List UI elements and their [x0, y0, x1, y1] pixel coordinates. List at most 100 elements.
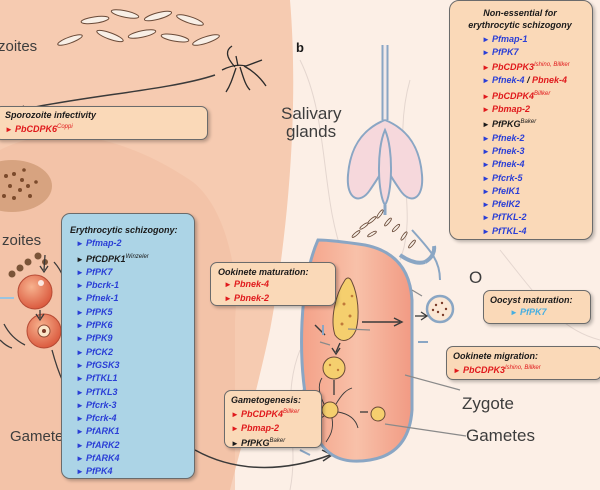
kinase-name: PbCDPK3 [492, 62, 535, 73]
kinase-name: Pfcrk-4 [86, 413, 117, 424]
kinase-item: ►PfPK5 [76, 306, 194, 319]
erythrocyte-ring [17, 274, 53, 310]
merozoites-label: zoites [2, 232, 42, 249]
kinase-item: ►PfPK7 [482, 46, 592, 59]
zygote [322, 356, 346, 380]
kinase-name: Pfnek-1 [86, 293, 119, 304]
kinase-item: ►Pbnek-4 [224, 278, 335, 291]
kinase-name: Pfmap-1 [492, 33, 528, 44]
ookinete-maturation-box: Ookinete maturation: ►Pbnek-4►Pbnek-2 [210, 262, 336, 306]
kinase-item: ►Pfmap-2 [76, 237, 194, 250]
erythrocytic-schizogony-title: Erythrocytic schizogony: [70, 225, 178, 235]
erythrocytic-schizogony-list: ►Pfmap-2►PfCDPK1Winzeler►PfPK7►Pbcrk-1►P… [70, 237, 194, 478]
kinase-reference: Ishino, Billker [505, 365, 541, 372]
kinase-item: ►PfTKL-2 [482, 211, 592, 224]
kinase-name: Pbmap-2 [241, 422, 280, 433]
gametocytes-label: Gamete [10, 428, 64, 445]
gametogenesis-list: ►PbCDPK4Billker►Pbmap-2►PfPKGBaker [231, 406, 321, 447]
non-essential-list: ►Pfmap-1►PfPK7►PbCDPK3Ishino, Billker►Pf… [456, 33, 592, 240]
oocyst-maturation-list: ►PfPK7 [490, 306, 590, 319]
bullet-marker: ► [76, 427, 84, 437]
kinase-name: PfPK7 [520, 307, 547, 318]
kinase-item: ►PfPK4 [76, 465, 194, 478]
kinase-item: ►PfPK9 [76, 332, 194, 345]
ookinete-maturation-list: ►Pbnek-4►Pbnek-2 [218, 278, 335, 305]
bullet-marker: ► [482, 34, 490, 44]
bullet-marker: ► [76, 281, 84, 291]
non-essential-box: Non-essential for erythrocytic schizogon… [449, 0, 593, 240]
kinase-item: ►Pbmap-2 [482, 103, 592, 116]
kinase-item: ►PbCDPK3Ishino, Billker [453, 362, 600, 377]
bullet-marker: ► [482, 76, 490, 86]
kinase-item: ►Pfnek-4 [482, 158, 592, 171]
bullet-marker: ► [453, 366, 461, 376]
kinase-name: PfPK9 [86, 333, 113, 344]
oocyst-maturation-title: Oocyst maturation: [490, 295, 573, 305]
bullet-marker: ► [76, 374, 84, 384]
salivary-glands-label-line2: glands [286, 122, 337, 141]
cycle-arrow-bottom [194, 449, 331, 469]
bullet-marker: ► [482, 239, 492, 240]
panel-b-label: b [296, 40, 304, 55]
bullet-marker: ► [76, 467, 84, 477]
kinase-item: ►PfeIK1 [482, 185, 592, 198]
kinase-item: ►Pfnek-2 [482, 132, 592, 145]
kinase-name: PbCDPK4 [492, 90, 535, 101]
bullet-marker: ► [76, 400, 84, 410]
kinase-item: ►PfTKL-5 [482, 238, 592, 240]
kinase-reference: Billker [283, 409, 300, 416]
kinase-item: ►PfGSK3 [76, 359, 194, 372]
kinase-separator: / [524, 75, 533, 86]
zygote-label: Zygote [462, 394, 514, 413]
bullet-marker: ► [76, 267, 84, 277]
kinase-name: PfPKG [492, 119, 521, 130]
kinase-name: PbCDPK3 [463, 365, 506, 376]
kinase-name: PbCDPK4 [241, 409, 284, 420]
kinase-name: Pbcrk-1 [86, 280, 120, 291]
kinase-item: ►PfPK7 [76, 266, 194, 279]
bullet-marker: ► [482, 186, 490, 196]
migrating-sporozoites [351, 209, 416, 249]
kinase-name: Pbnek-2 [234, 292, 270, 303]
bullet-marker: ► [76, 334, 84, 344]
bullet-marker: ► [224, 280, 232, 290]
merozoite-dots [8, 252, 48, 278]
bullet-marker: ► [482, 226, 490, 236]
ookinete-migration-title: Ookinete migration: [453, 351, 539, 361]
kinase-reference: Winzeler [125, 253, 149, 260]
bullet-marker: ► [482, 160, 490, 170]
kinase-name: PfPK7 [86, 266, 113, 277]
bullet-marker: ► [482, 200, 490, 210]
salivary-glands [346, 45, 424, 215]
kinase-item: ►PfeIK2 [482, 198, 592, 211]
bullet-marker: ► [482, 173, 490, 183]
kinase-name: PbCDPK6 [15, 124, 58, 135]
kinase-reference: Coppi [57, 124, 73, 131]
bullet-marker: ► [76, 360, 84, 370]
bullet-marker: ► [482, 146, 490, 156]
kinase-item: ►PbCDPK3Ishino, Billker [482, 59, 592, 74]
kinase-name: PfTKL1 [86, 373, 118, 384]
bullet-marker: ► [482, 47, 490, 57]
kinase-item: ►PfCDPK1Winzeler [76, 251, 194, 266]
sporozoite-infectivity-title: Sporozoite infectivity [5, 110, 97, 120]
kinase-item: ►PfPKGBaker [231, 435, 321, 447]
kinase-name: Pfnek-4 [492, 159, 525, 170]
kinase-item: ►Pbmap-2 [231, 422, 321, 435]
bullet-marker: ► [482, 105, 490, 115]
kinase-item: ►PfPK6 [76, 319, 194, 332]
kinase-item: ►PbCDPK6Coppi [5, 121, 207, 136]
cycle-arrow-top [19, 74, 216, 111]
kinase-name: PfPK4 [86, 466, 113, 477]
kinase-name: PfTKL-5 [492, 239, 527, 240]
kinase-name: PfeIK1 [492, 185, 521, 196]
kinase-item: ►Pfnek-1 [76, 292, 194, 305]
bullet-marker: ► [76, 347, 84, 357]
kinase-reference: Baker [269, 437, 286, 444]
kinase-name: PfPK7 [492, 46, 519, 57]
sporozoite-cluster [57, 9, 220, 46]
mosquito-icon [221, 45, 267, 93]
kinase-name: PfPK6 [86, 320, 113, 331]
bullet-marker: ► [482, 91, 490, 101]
ookinete [332, 277, 359, 341]
